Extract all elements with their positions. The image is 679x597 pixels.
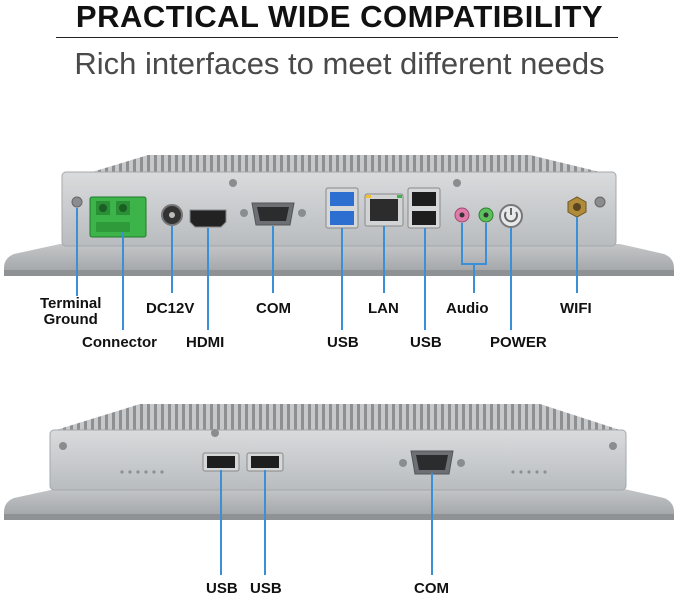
label-usb-right: USB	[410, 334, 442, 351]
label-usb-1: USB	[206, 580, 238, 597]
label-terminal-ground: Terminal Ground	[40, 295, 102, 328]
label-usb-left: USB	[327, 334, 359, 351]
label-power: POWER	[490, 334, 547, 351]
label-hdmi: HDMI	[186, 334, 225, 351]
power-button	[499, 204, 523, 228]
audio-jacks	[454, 207, 494, 223]
label-com-bottom: COM	[414, 580, 449, 597]
usb-port-1	[202, 452, 240, 472]
usb-port-2	[246, 452, 284, 472]
bottom-callout-lines	[220, 470, 433, 575]
terminal-block-connector	[89, 196, 147, 238]
label-com-top: COM	[256, 300, 291, 317]
lan-port	[364, 193, 404, 227]
usb-stack-left	[325, 187, 359, 229]
com-port-bottom	[399, 450, 465, 475]
label-audio: Audio	[446, 300, 489, 317]
page-subtitle: Rich interfaces to meet different needs	[74, 46, 605, 81]
page-title: PRACTICAL WIDE COMPATIBILITY	[75, 0, 604, 34]
label-wifi: WIFI	[560, 300, 592, 317]
hdmi-port	[189, 209, 227, 228]
wifi-antenna-connector	[567, 196, 587, 218]
label-dc12v: DC12V	[146, 300, 195, 317]
com-port-top	[240, 202, 306, 226]
bottom-chassis	[4, 404, 674, 520]
usb-stack-right	[407, 187, 441, 229]
dc12v-jack	[161, 204, 183, 226]
title-underline	[56, 37, 618, 38]
label-usb-2: USB	[250, 580, 282, 597]
top-callout-lines	[76, 208, 578, 330]
label-lan: LAN	[368, 300, 399, 317]
label-connector: Connector	[82, 334, 157, 351]
